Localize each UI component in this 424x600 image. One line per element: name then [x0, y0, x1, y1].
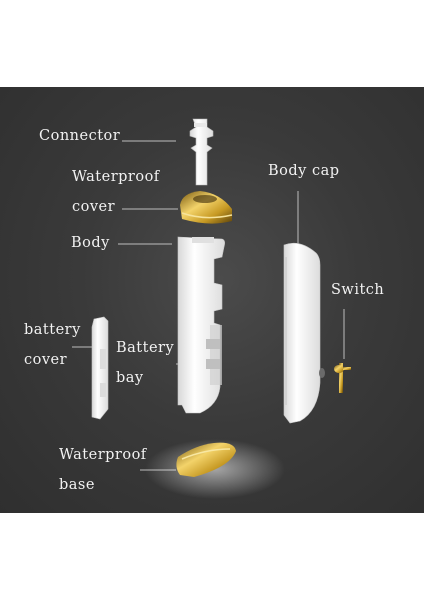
waterproof-cover-label-line2: cover: [72, 199, 116, 215]
waterproof-base-part: [145, 439, 285, 499]
switch-label: Switch: [331, 282, 385, 298]
waterproof-base-label-line1: Waterproof: [59, 447, 147, 463]
switch-part: [334, 363, 351, 393]
battery-bay-label-line2: bay: [116, 370, 144, 386]
body-cap-part: [283, 242, 325, 424]
exploded-view-illustration: [72, 118, 351, 499]
connector-label: Connector: [39, 128, 121, 144]
battery-bay-label-line1: Battery: [116, 340, 175, 356]
waterproof-base-label-line2: base: [59, 477, 95, 493]
connector-part: [189, 118, 214, 186]
waterproof-cover-part: [180, 191, 233, 224]
body-part: [177, 236, 225, 414]
battery-cover-label-line1: battery: [24, 322, 81, 338]
battery-cover-part: [91, 316, 109, 420]
body-label: Body: [71, 235, 110, 251]
diagram-panel: Connector Waterproof cover Body Body cap…: [0, 87, 424, 513]
waterproof-cover-label-line1: Waterproof: [72, 169, 160, 185]
body-cap-label: Body cap: [268, 163, 340, 179]
battery-cover-label-line2: cover: [24, 352, 68, 368]
